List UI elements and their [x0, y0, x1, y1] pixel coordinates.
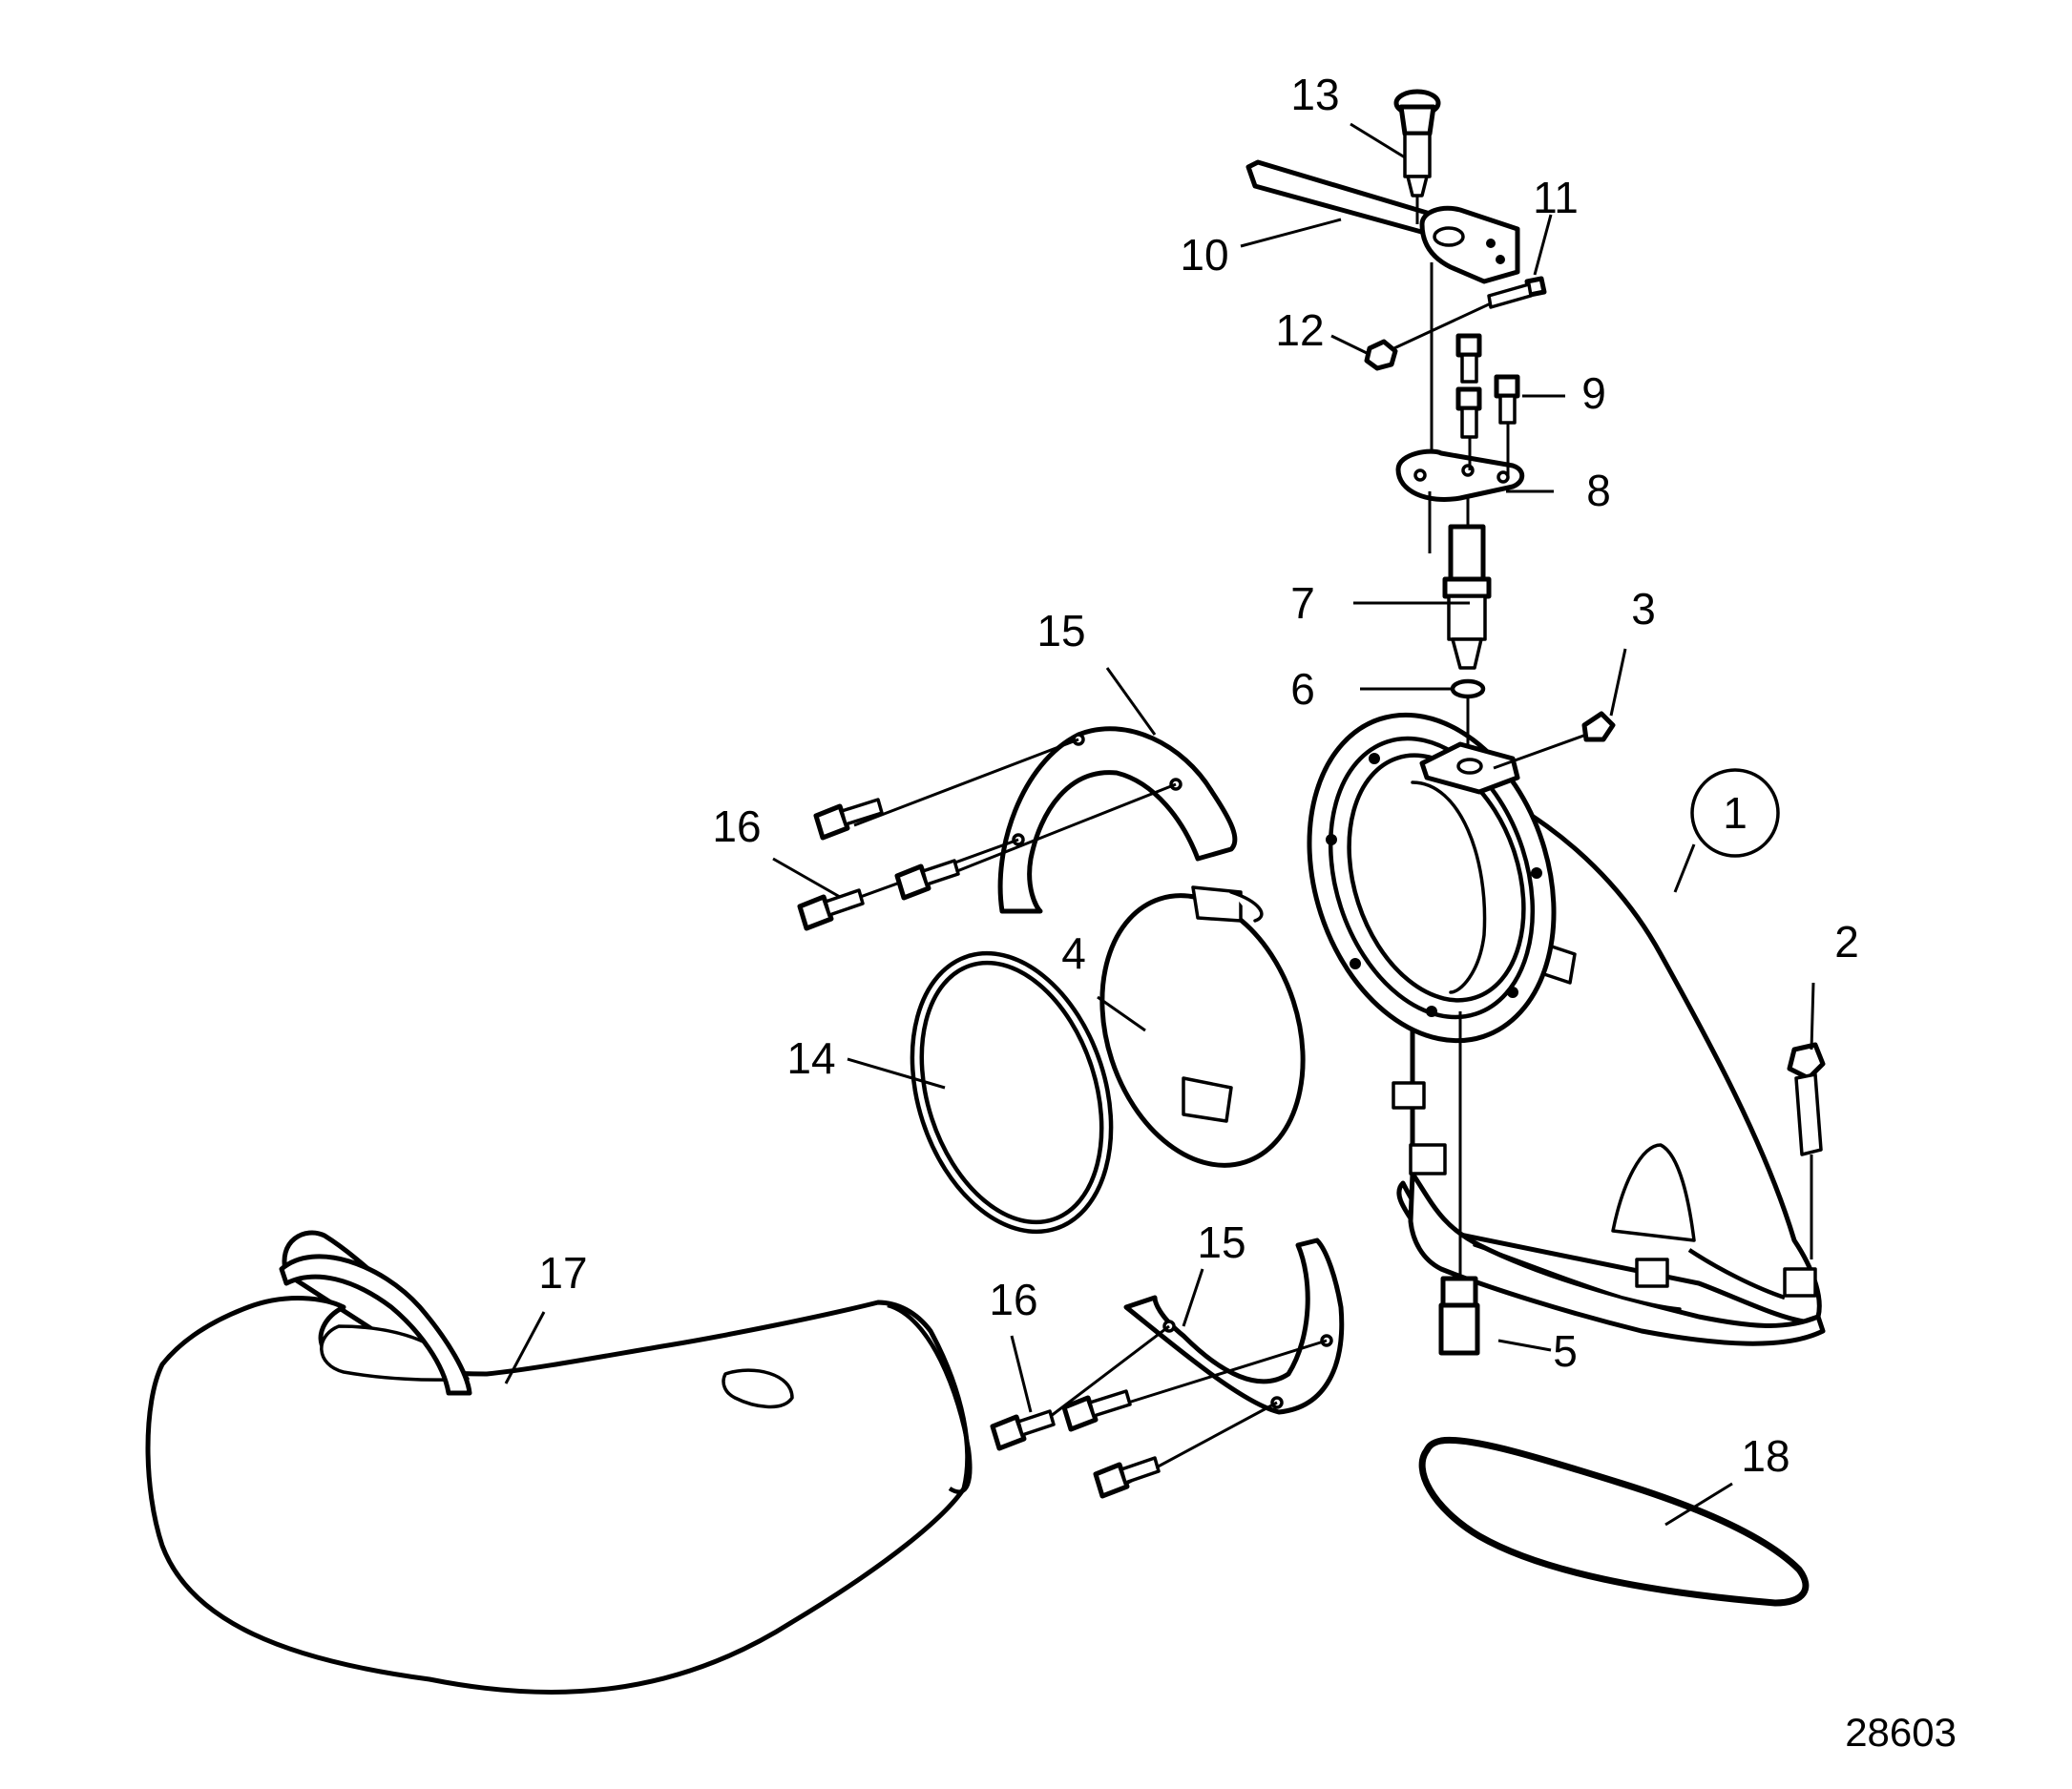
part-11-screw: [1383, 276, 1547, 355]
part-8-bracket: [1395, 448, 1525, 553]
part-7-valve-shaft: [1442, 496, 1492, 744]
part-13-knob: [1393, 89, 1441, 224]
part-15-lower-retainer: [1123, 1238, 1345, 1415]
reference-number: 28603: [1845, 1710, 1957, 1755]
label-11: 11: [1533, 173, 1579, 222]
label-12: 12: [1275, 305, 1324, 355]
label-8: 8: [1586, 466, 1611, 515]
part-4-valve-disc: [1099, 885, 1306, 1168]
part-3-bolt: [1493, 711, 1616, 770]
part-14-o-ring: [910, 950, 1114, 1235]
callout-1: 1: [1690, 768, 1780, 858]
leader-lines: [504, 122, 1815, 1527]
label-15-upper: 15: [1036, 606, 1085, 655]
part-18-gasket: [1418, 1436, 1810, 1607]
label-18: 18: [1741, 1431, 1789, 1481]
part-2-bolt: [1787, 1042, 1826, 1259]
part-16-upper-bolts: [797, 738, 1177, 931]
label-13: 13: [1290, 70, 1339, 119]
part-16-lower-bolts: [990, 1324, 1328, 1499]
label-16-upper: 16: [712, 801, 761, 851]
label-16-lower: 16: [989, 1275, 1037, 1324]
label-6: 6: [1290, 664, 1315, 714]
label-10: 10: [1180, 230, 1228, 280]
label-5: 5: [1553, 1326, 1578, 1376]
label-9: 9: [1581, 368, 1606, 418]
label-3: 3: [1631, 584, 1656, 634]
part-6-o-ring: [1450, 678, 1486, 699]
part-5-plug: [1438, 1011, 1480, 1356]
label-17: 17: [538, 1248, 587, 1298]
part-10-lever: [1245, 159, 1520, 453]
label-14: 14: [786, 1033, 835, 1083]
part-17-hose-elbow: [145, 1230, 973, 1695]
part-12-nut: [1364, 339, 1398, 371]
label-15-lower: 15: [1197, 1217, 1245, 1267]
label-4: 4: [1061, 928, 1086, 978]
part-9-screws: [1455, 333, 1520, 477]
label-2: 2: [1834, 917, 1859, 967]
label-1: 1: [1723, 788, 1748, 838]
label-7: 7: [1290, 578, 1315, 628]
part-1-flange: [1307, 712, 1557, 1044]
